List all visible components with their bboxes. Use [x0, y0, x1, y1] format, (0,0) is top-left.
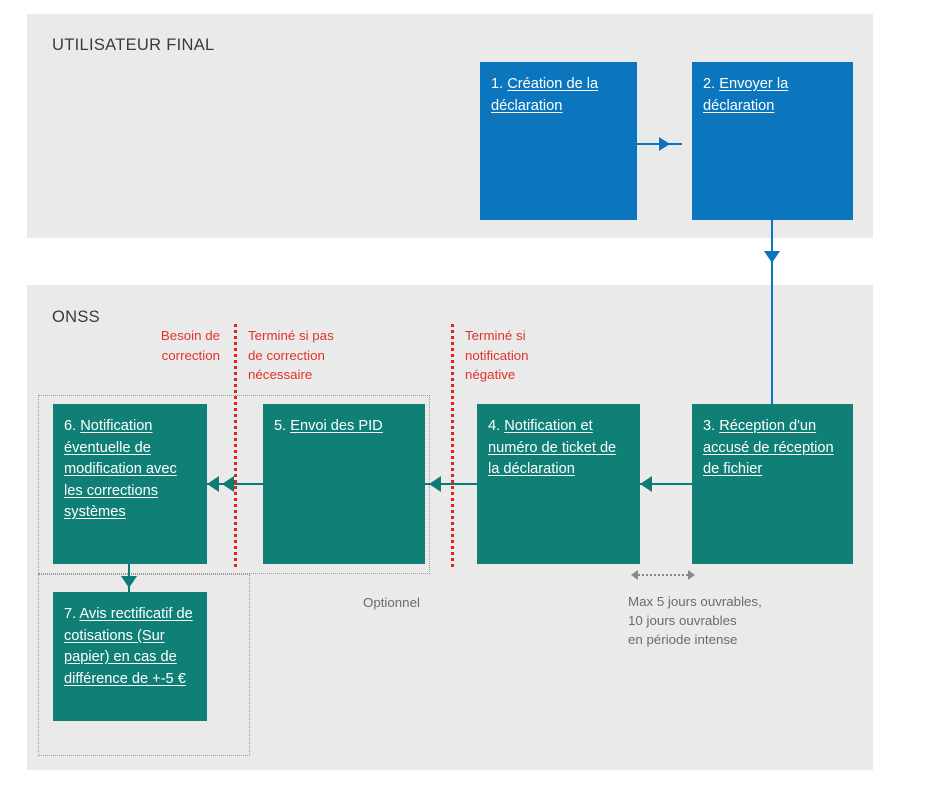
optional-group-outline-bottom — [38, 574, 250, 756]
step-6-number: 6. — [64, 418, 81, 434]
duration-measure-arrow-right — [688, 570, 695, 580]
swimlane-title-onss: ONSS — [52, 308, 100, 326]
step-2-number: 2. — [703, 76, 720, 92]
red-label-termine-si-pas-de-correction: Terminé si pas de correction nécessaire — [248, 328, 334, 382]
arrow-head-step5-to-step6 — [207, 476, 219, 492]
duration-measure-line — [638, 574, 688, 576]
red-separator-2 — [451, 324, 454, 567]
step-4-number: 4. — [488, 418, 505, 434]
red-label-besoin-de-correction: Besoin de correction — [160, 328, 220, 363]
connector-step4-to-step5-right — [451, 483, 477, 485]
process-box-step-7[interactable]: 7. Avis rectificatif de cotisations (Sur… — [53, 592, 207, 721]
process-box-step-1[interactable]: 1. Création de la déclaration — [480, 62, 637, 220]
step-7-number: 7. — [64, 606, 80, 622]
connector-step2-to-step3 — [771, 220, 773, 404]
connector-step5-to-step6-left — [207, 483, 235, 485]
step-6-label: Notification éventuelle de modification … — [64, 418, 177, 520]
duration-measure-arrow-left — [631, 570, 638, 580]
arrow-head-step2-to-step3 — [764, 251, 780, 263]
step-5-number: 5. — [274, 418, 291, 434]
process-box-step-6[interactable]: 6. Notification éventuelle de modificati… — [53, 404, 207, 564]
swimlane-title-utilisateur-final: UTILISATEUR FINAL — [52, 36, 215, 54]
connector-step4-to-step5-left — [425, 483, 451, 485]
step-2-label: Envoyer la déclaration — [703, 76, 789, 114]
step-1-number: 1. — [491, 76, 508, 92]
red-label-termine-si-notification-negative: Terminé si notification négative — [465, 328, 529, 382]
connector-step5-to-step6-right — [234, 483, 263, 485]
step-1-label: Création de la déclaration — [491, 76, 599, 114]
process-box-step-3[interactable]: 3. Réception d'un accusé de réception de… — [692, 404, 853, 564]
step-3-number: 3. — [703, 418, 720, 434]
process-box-step-2[interactable]: 2. Envoyer la déclaration — [692, 62, 853, 220]
red-separator-1 — [234, 324, 237, 567]
connector-step3-to-step4 — [640, 483, 692, 485]
arrow-head-step1-to-step2 — [659, 137, 670, 151]
step-3-label: Réception d'un accusé de réception de fi… — [703, 418, 834, 477]
process-box-step-5[interactable]: 5. Envoi des PID — [263, 404, 425, 564]
step-5-label: Envoi des PID — [290, 418, 383, 434]
note-delai-traitement: Max 5 jours ouvrables, 10 jours ouvrable… — [628, 594, 762, 647]
note-optionnel: Optionnel — [363, 595, 420, 610]
arrow-head-step6-to-step7 — [121, 576, 137, 588]
arrow-head-step3-to-step4 — [640, 476, 652, 492]
step-4-label: Notification et numéro de ticket de la d… — [488, 418, 617, 477]
step-7-label: Avis rectificatif de cotisations (Sur pa… — [64, 606, 193, 687]
process-box-step-4[interactable]: 4. Notification et numéro de ticket de l… — [477, 404, 640, 564]
